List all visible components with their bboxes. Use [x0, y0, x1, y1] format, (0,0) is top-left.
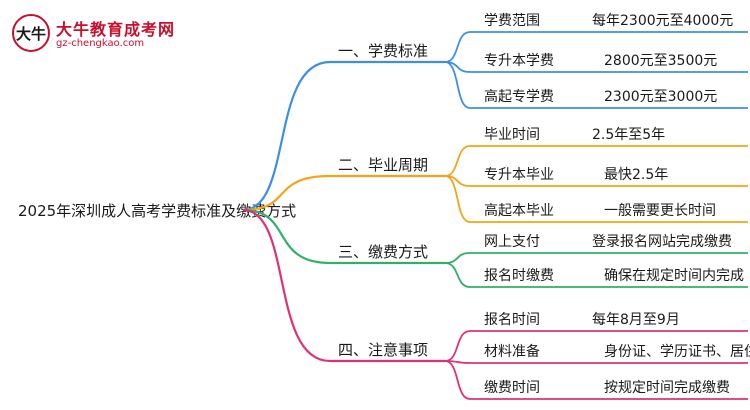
site-logo: 大牛 大牛教育成考网 gz-chengkao.com [12, 14, 202, 54]
leaf-key: 学费范围 [484, 12, 540, 29]
leaf-value: 2800元至3500元 [604, 53, 717, 69]
leaf-key: 高起专学费 [484, 88, 554, 105]
branch-label: 一、学费标准 [338, 42, 428, 60]
leaf-value: 2300元至3000元 [604, 89, 717, 105]
leaf-value: 身份证、学历证书、居住证 [604, 344, 750, 360]
leaf-key: 高起本毕业 [484, 202, 554, 219]
branch-to-leaf-connector [444, 175, 471, 223]
logo-badge-icon: 大牛 [12, 14, 50, 52]
branch-to-leaf-connector [444, 262, 471, 288]
leaf-key: 报名时间 [484, 312, 540, 328]
branch-label: 二、毕业周期 [338, 156, 428, 174]
leaf-value: 2.5年至5年 [592, 127, 665, 143]
root-label: 2025年深圳成人高考学费标准及缴费方式 [18, 202, 296, 220]
logo-title: 大牛教育成考网 [56, 20, 176, 39]
leaf-key: 网上支付 [484, 234, 540, 250]
root-to-branch-connector [242, 208, 331, 265]
root-to-branch-connector [242, 60, 331, 212]
leaf-value: 按规定时间完成缴费 [604, 380, 730, 396]
branch-to-leaf-connector [444, 61, 471, 109]
leaf-value: 最快2.5年 [604, 167, 668, 183]
leaf-value: 每年8月至9月 [592, 312, 680, 328]
leaf-value: 每年2300元至4000元 [592, 13, 733, 29]
leaf-key: 材料准备 [484, 343, 540, 360]
branch-label: 三、缴费方式 [338, 243, 428, 261]
leaf-value: 确保在规定时间内完成 [604, 268, 744, 284]
branch-to-leaf-connector [444, 145, 471, 177]
leaf-key: 缴费时间 [484, 380, 540, 396]
branch-to-leaf-connector [444, 31, 471, 63]
leaf-value: 一般需要更长时间 [604, 203, 716, 219]
branch-label: 四、注意事项 [338, 341, 428, 359]
leaf-key: 报名时缴费 [484, 268, 554, 284]
branch-to-leaf-connector [444, 330, 471, 362]
root-to-branch-connector [242, 208, 331, 363]
leaf-key: 毕业时间 [484, 127, 540, 143]
leaf-value: 登录报名网站完成缴费 [592, 234, 732, 250]
logo-badge-text: 大牛 [15, 24, 46, 43]
leaf-key: 专升本毕业 [484, 167, 554, 183]
leaf-key: 专升本学费 [484, 53, 554, 69]
branch-to-leaf-connector [444, 252, 471, 264]
branch-to-leaf-connector [444, 360, 471, 400]
root-to-branch-connector [242, 174, 331, 212]
logo-url: gz-chengkao.com [56, 38, 145, 49]
